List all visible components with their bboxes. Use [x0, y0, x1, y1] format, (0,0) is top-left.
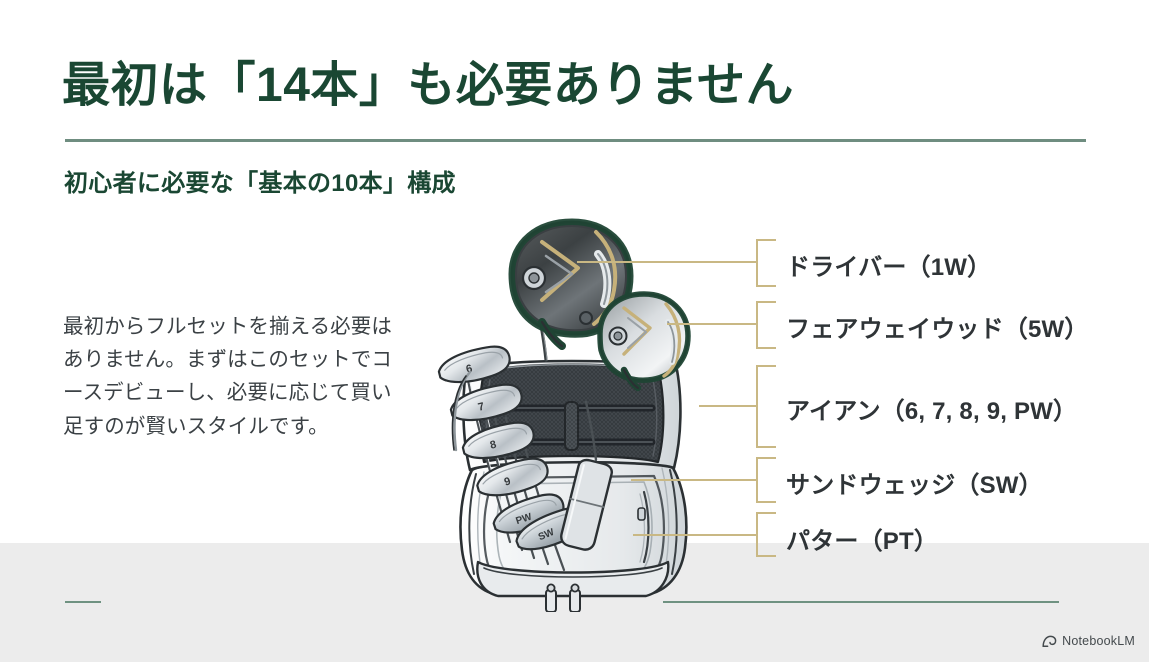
ground-line-left: [65, 601, 101, 603]
callout-label-iron: アイアン（6, 7, 8, 9, PW）: [786, 398, 1078, 425]
golf-bag-illustration: 6 7 8 9: [418, 212, 738, 613]
notebooklm-logo-icon: [1042, 635, 1057, 647]
ground-line-right: [663, 601, 1059, 603]
svg-text:6: 6: [465, 363, 474, 376]
bracket-sand-wedge: [756, 457, 776, 503]
title-divider: [65, 139, 1086, 142]
svg-text:7: 7: [477, 401, 486, 414]
bracket-driver: [756, 239, 776, 287]
svg-text:PW: PW: [515, 511, 534, 527]
svg-text:9: 9: [503, 475, 512, 488]
page-subtitle: 初心者に必要な「基本の10本」構成: [64, 170, 456, 197]
callout-label-driver: ドライバー（1W）: [786, 254, 992, 281]
notebooklm-watermark: NotebookLM: [1042, 634, 1135, 648]
callout-label-sand-wedge: サンドウェッジ（SW）: [786, 472, 1043, 499]
bracket-fairway-wood: [756, 301, 776, 349]
bracket-iron: [756, 365, 776, 448]
notebooklm-label: NotebookLM: [1062, 634, 1135, 648]
page-title: 最初は「14本」も必要ありません: [62, 59, 794, 112]
svg-text:8: 8: [489, 439, 498, 452]
body-paragraph: 最初からフルセットを揃える必要はありません。まずはこのセットでコースデビューし、…: [63, 315, 392, 438]
callout-label-putter: パター（PT）: [786, 528, 939, 555]
callout-label-fairway-wood: フェアウェイウッド（5W）: [786, 316, 1089, 343]
